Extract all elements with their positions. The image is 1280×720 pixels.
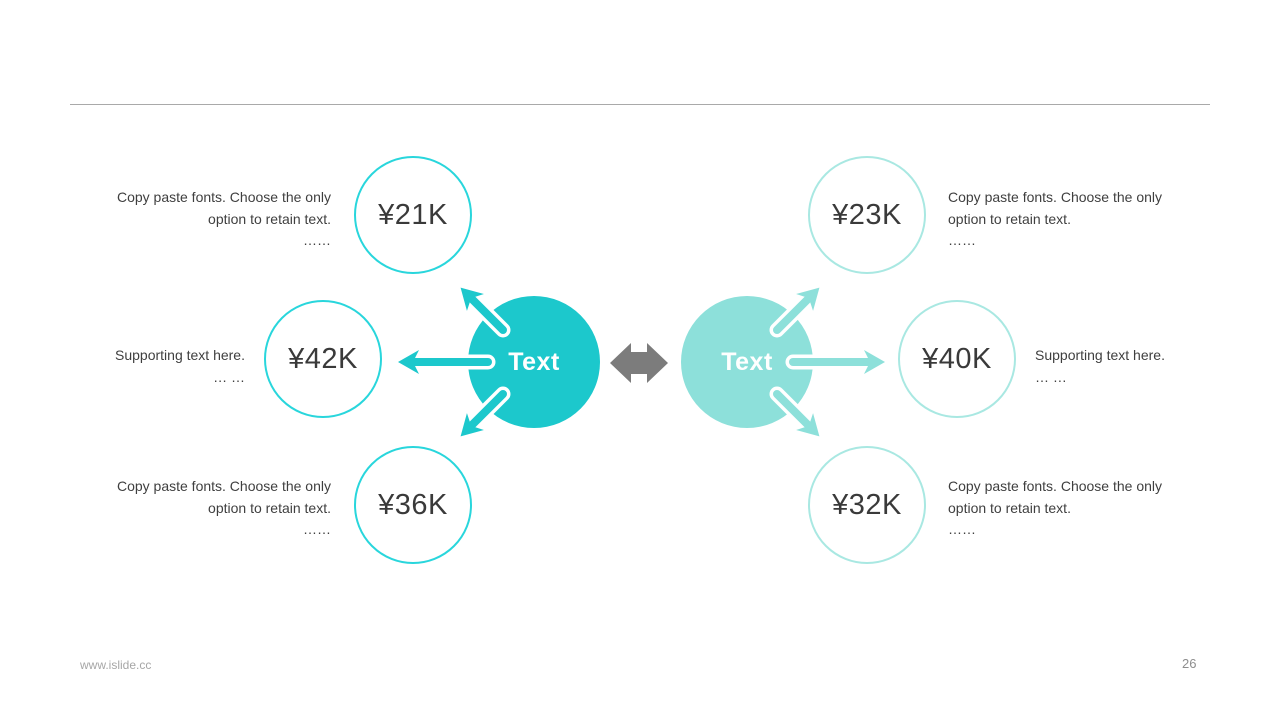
value-label-right-bottom: ¥32K [832, 488, 902, 521]
left-arrow-west-icon [395, 347, 496, 377]
description-left-middle: Supporting text here. … … [25, 345, 245, 388]
ellipsis-text: …… [303, 521, 331, 537]
swap-arrow-icon [610, 343, 668, 383]
value-circle-right-bottom: ¥32K [808, 446, 926, 564]
header-divider [70, 104, 1210, 105]
description-line: Copy paste fonts. Choose the only [948, 478, 1163, 494]
description-line: Copy paste fonts. Choose the only [948, 189, 1163, 205]
value-label-right-top: ¥23K [832, 198, 902, 231]
ellipsis-text: … … [1035, 368, 1067, 385]
ellipsis-text: …… [948, 232, 976, 248]
left-hub-label: Text [508, 348, 560, 376]
value-circle-right-middle: ¥40K [898, 300, 1016, 418]
value-label-left-bottom: ¥36K [378, 488, 448, 521]
description-right-top: Copy paste fonts. Choose the only option… [948, 187, 1208, 252]
description-left-top: Copy paste fonts. Choose the only option… [71, 187, 331, 252]
description-right-middle: Supporting text here. … … [1035, 345, 1255, 388]
footer-website-link[interactable]: www.islide.cc [80, 658, 152, 672]
value-circle-left-top: ¥21K [354, 156, 472, 274]
description-left-bottom: Copy paste fonts. Choose the only option… [71, 476, 331, 541]
description-line: option to retain text. [208, 210, 331, 227]
value-circle-left-middle: ¥42K [264, 300, 382, 418]
value-circle-left-bottom: ¥36K [354, 446, 472, 564]
description-line: option to retain text. [948, 499, 1071, 516]
left-arrow-northwest-icon [458, 285, 511, 338]
right-arrow-southeast-icon [769, 386, 822, 439]
right-hub-label: Text [721, 348, 773, 376]
description-line: option to retain text. [208, 499, 331, 516]
page-number: 26 [1182, 656, 1197, 671]
value-label-left-top: ¥21K [378, 198, 448, 231]
left-arrow-southwest-icon [458, 386, 511, 439]
ellipsis-text: … … [213, 368, 245, 385]
description-line: Supporting text here. [115, 347, 245, 363]
description-line: option to retain text. [948, 210, 1071, 227]
ellipsis-text: …… [948, 521, 976, 537]
description-right-bottom: Copy paste fonts. Choose the only option… [948, 476, 1208, 541]
right-arrow-northeast-icon [769, 285, 822, 338]
value-label-right-middle: ¥40K [922, 342, 992, 375]
value-circle-right-top: ¥23K [808, 156, 926, 274]
description-line: Supporting text here. [1035, 347, 1165, 363]
right-arrow-east-icon [785, 347, 888, 377]
description-line: Copy paste fonts. Choose the only [116, 189, 331, 205]
ellipsis-text: …… [303, 232, 331, 248]
value-label-left-middle: ¥42K [288, 342, 358, 375]
description-line: Copy paste fonts. Choose the only [116, 478, 331, 494]
